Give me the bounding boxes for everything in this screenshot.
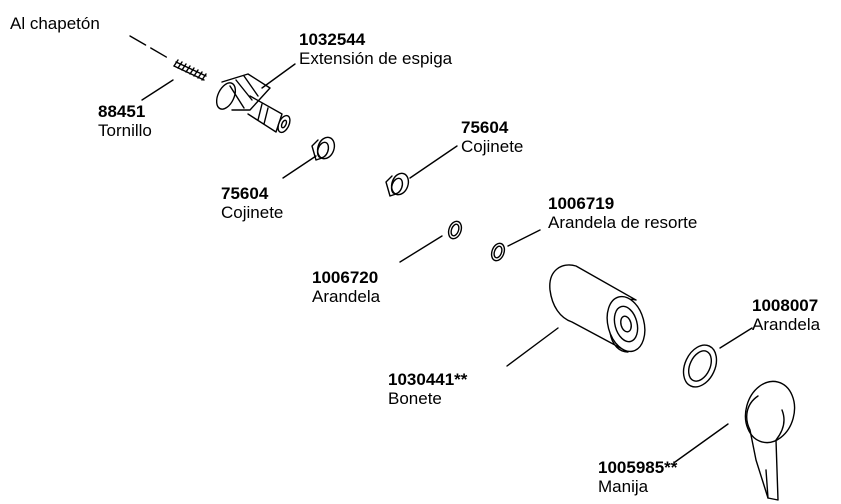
part-name: Arandela de resorte	[548, 213, 698, 232]
part-name: Arandela	[312, 287, 381, 306]
part-name: Cojinete	[221, 203, 284, 222]
washer-large-label: 1008007 Arandela	[752, 296, 820, 334]
part-name: Bonete	[388, 389, 442, 408]
part-number: 75604	[461, 118, 509, 137]
part-name: Extensión de espiga	[299, 49, 453, 68]
part-number: 88451	[98, 102, 146, 121]
screw-part	[173, 59, 207, 81]
bushing-left-label: 75604 Cojinete	[221, 184, 283, 222]
al-chapeton-label: Al chapetón	[10, 14, 100, 33]
bushing-right-label: 75604 Cojinete	[461, 118, 523, 156]
part-number: 1005985**	[598, 458, 678, 477]
washer-small-label: 1006720 Arandela	[312, 268, 380, 306]
part-number: 1006720	[312, 268, 379, 287]
part-number: 1006719	[548, 194, 615, 213]
spring-washer-part	[490, 242, 506, 262]
washer-small-part	[447, 220, 463, 240]
part-number: 1032544	[299, 30, 366, 49]
spring-washer-label: 1006719 Arandela de resorte	[548, 194, 697, 232]
bushing-right-part	[385, 172, 410, 197]
part-number: 1008007	[752, 296, 819, 315]
part-name: Tornillo	[98, 121, 152, 140]
washer-large-part	[682, 344, 718, 388]
stem-extension-part	[215, 73, 291, 134]
handle-label: 1005985** Manija	[598, 458, 677, 496]
part-number: 75604	[221, 184, 269, 203]
bonnet-label: 1030441** Bonete	[388, 370, 467, 408]
stem-extension-label: 1032544 Extensión de espiga	[299, 30, 452, 68]
bushing-left-part	[311, 136, 336, 161]
screw-label: 88451 Tornillo	[98, 102, 152, 140]
bonnet-part	[549, 264, 646, 353]
part-name: Manija	[598, 477, 649, 496]
part-name: Arandela	[752, 315, 821, 334]
part-name: Cojinete	[461, 137, 524, 156]
leader-lines	[129, 35, 753, 463]
handle-part	[744, 380, 796, 501]
part-number: 1030441**	[388, 370, 468, 389]
